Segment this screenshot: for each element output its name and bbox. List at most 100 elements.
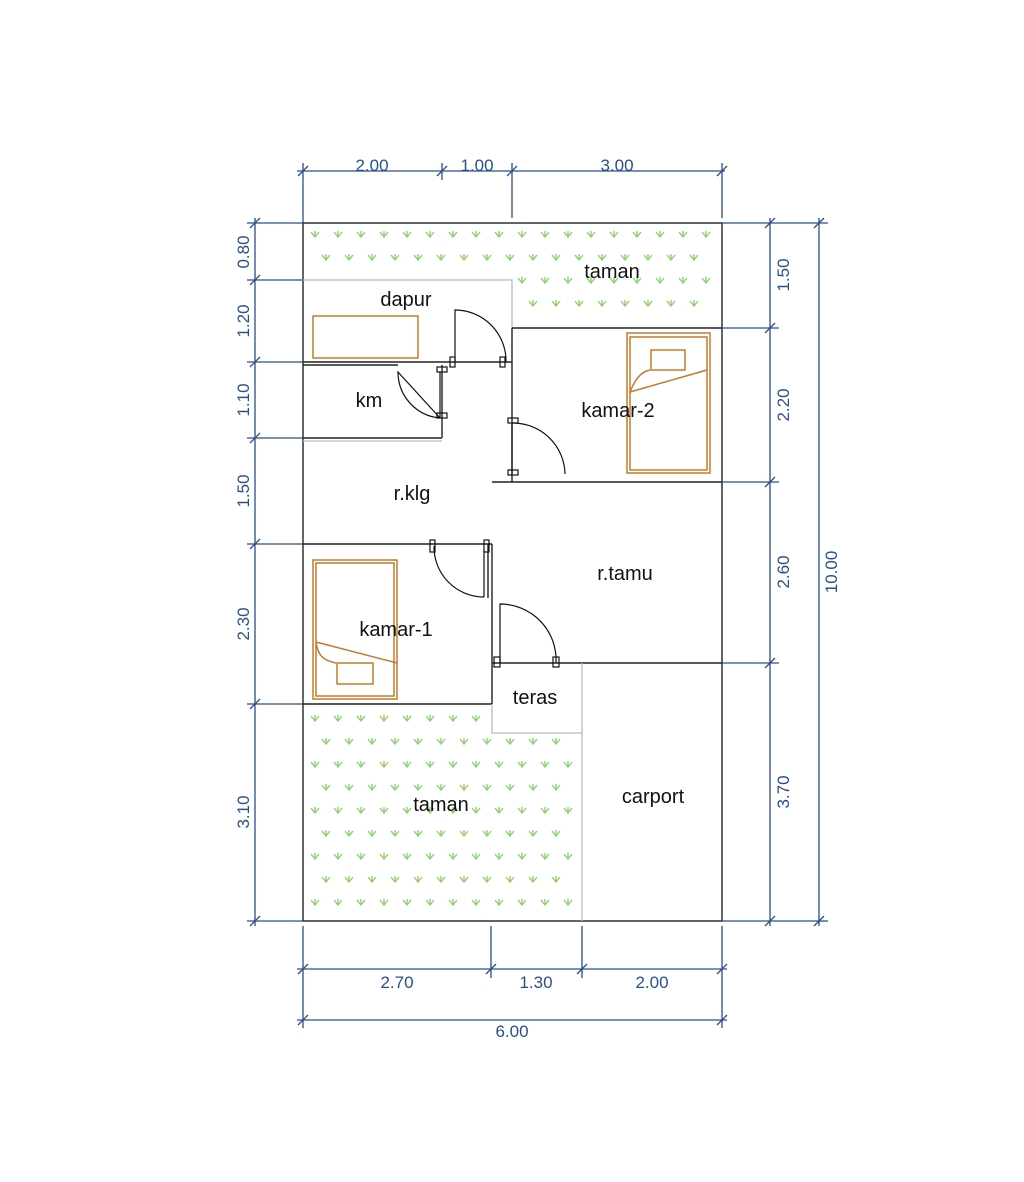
grass-tuft	[482, 784, 492, 792]
grass-tuft	[333, 761, 343, 769]
grass-tuft	[310, 715, 320, 723]
dimension-top: 2.00 1.00 3.00	[297, 156, 728, 223]
grass-tuft	[459, 784, 469, 792]
grass-tuft	[425, 231, 435, 239]
grass-tuft	[689, 254, 699, 262]
grass-tuft	[482, 738, 492, 746]
grass-tuft	[563, 899, 573, 907]
grass-tuft	[528, 830, 538, 838]
grass-tuft	[574, 254, 584, 262]
dim-right-3: 2.60	[774, 555, 793, 588]
grass-tuft	[494, 231, 504, 239]
grass-tuft	[321, 876, 331, 884]
grass-tuft	[563, 231, 573, 239]
grass-tuft	[436, 784, 446, 792]
grass-tuft	[563, 761, 573, 769]
dim-right-total: 10.00	[822, 551, 841, 594]
grass-tuft	[655, 231, 665, 239]
grass-tuft	[425, 899, 435, 907]
grass-tuft	[643, 254, 653, 262]
grass-tuft	[413, 254, 423, 262]
grass-tuft	[471, 715, 481, 723]
grass-tuft	[356, 715, 366, 723]
grass-tuft	[632, 277, 642, 285]
grass-tuft	[517, 853, 527, 861]
grass-tuft	[505, 876, 515, 884]
grass-tuft	[425, 853, 435, 861]
grass-tuft	[448, 807, 458, 815]
grass-tuft	[310, 761, 320, 769]
grass-tuft	[390, 830, 400, 838]
grass-tuft	[540, 277, 550, 285]
grass-tuft	[321, 738, 331, 746]
grass-tuft	[551, 254, 561, 262]
grass-tuft	[540, 899, 550, 907]
grass-tuft	[448, 899, 458, 907]
grass-tuft	[494, 761, 504, 769]
label-km: km	[356, 390, 383, 412]
grass-tuft	[597, 300, 607, 308]
label-kamar-1: kamar-1	[359, 619, 432, 641]
grass-tuft	[356, 807, 366, 815]
grass-tuft	[436, 876, 446, 884]
grass-tuft	[563, 853, 573, 861]
grass-tuft	[528, 784, 538, 792]
door-main	[493, 603, 560, 668]
grass-tuft	[367, 784, 377, 792]
grass-tuft	[540, 853, 550, 861]
grass-tuft	[390, 876, 400, 884]
dimension-right: 1.50 2.20 2.60 3.70	[722, 217, 793, 927]
grass-tuft	[471, 807, 481, 815]
dim-left-3: 1.10	[234, 383, 253, 416]
grass-tuft	[310, 807, 320, 815]
grass-tuft	[425, 761, 435, 769]
grass-tuft	[540, 807, 550, 815]
grass-tuft	[333, 853, 343, 861]
grass-tuft	[413, 738, 423, 746]
grass-tuft	[379, 807, 389, 815]
label-kamar-2: kamar-2	[581, 400, 654, 422]
grass-tuft	[344, 830, 354, 838]
grass-tuft	[620, 300, 630, 308]
grass-tuft	[678, 231, 688, 239]
grass-tuft	[333, 807, 343, 815]
grass-tuft	[609, 277, 619, 285]
grass-tuft	[563, 277, 573, 285]
grass-tuft	[551, 738, 561, 746]
grass-tuft	[494, 899, 504, 907]
grass-tuft	[528, 300, 538, 308]
grass-tuft	[379, 853, 389, 861]
grass-tuft	[402, 231, 412, 239]
grass-tuft	[402, 853, 412, 861]
grass-tuft	[344, 784, 354, 792]
grass-tuft	[655, 277, 665, 285]
bed-kamar-2	[626, 332, 711, 474]
grass-tuft	[379, 715, 389, 723]
dimension-bottom: 2.70 1.30 2.00	[297, 926, 728, 992]
grass-tuft	[528, 738, 538, 746]
label-r-klg: r.klg	[394, 483, 431, 505]
grass-tuft	[471, 761, 481, 769]
grass-tuft	[471, 899, 481, 907]
grass-tuft	[482, 876, 492, 884]
label-teras: teras	[513, 687, 557, 709]
grass-tuft	[678, 277, 688, 285]
grass-tuft	[390, 254, 400, 262]
grass-tuft	[505, 784, 515, 792]
grass-tuft	[551, 300, 561, 308]
dim-bottom-3: 2.00	[635, 973, 668, 992]
grass-tuft	[356, 899, 366, 907]
grass-tuft	[402, 761, 412, 769]
dim-left-2: 1.20	[234, 304, 253, 337]
grass-tuft	[310, 853, 320, 861]
grass-tuft	[379, 231, 389, 239]
door-kamar-2	[507, 417, 566, 476]
grass-tuft	[402, 899, 412, 907]
grass-tuft	[356, 761, 366, 769]
grass-tuft	[551, 830, 561, 838]
bed-kamar-1	[312, 559, 398, 700]
grass-tuft	[390, 738, 400, 746]
grass-tuft	[459, 876, 469, 884]
grass-tuft	[482, 830, 492, 838]
